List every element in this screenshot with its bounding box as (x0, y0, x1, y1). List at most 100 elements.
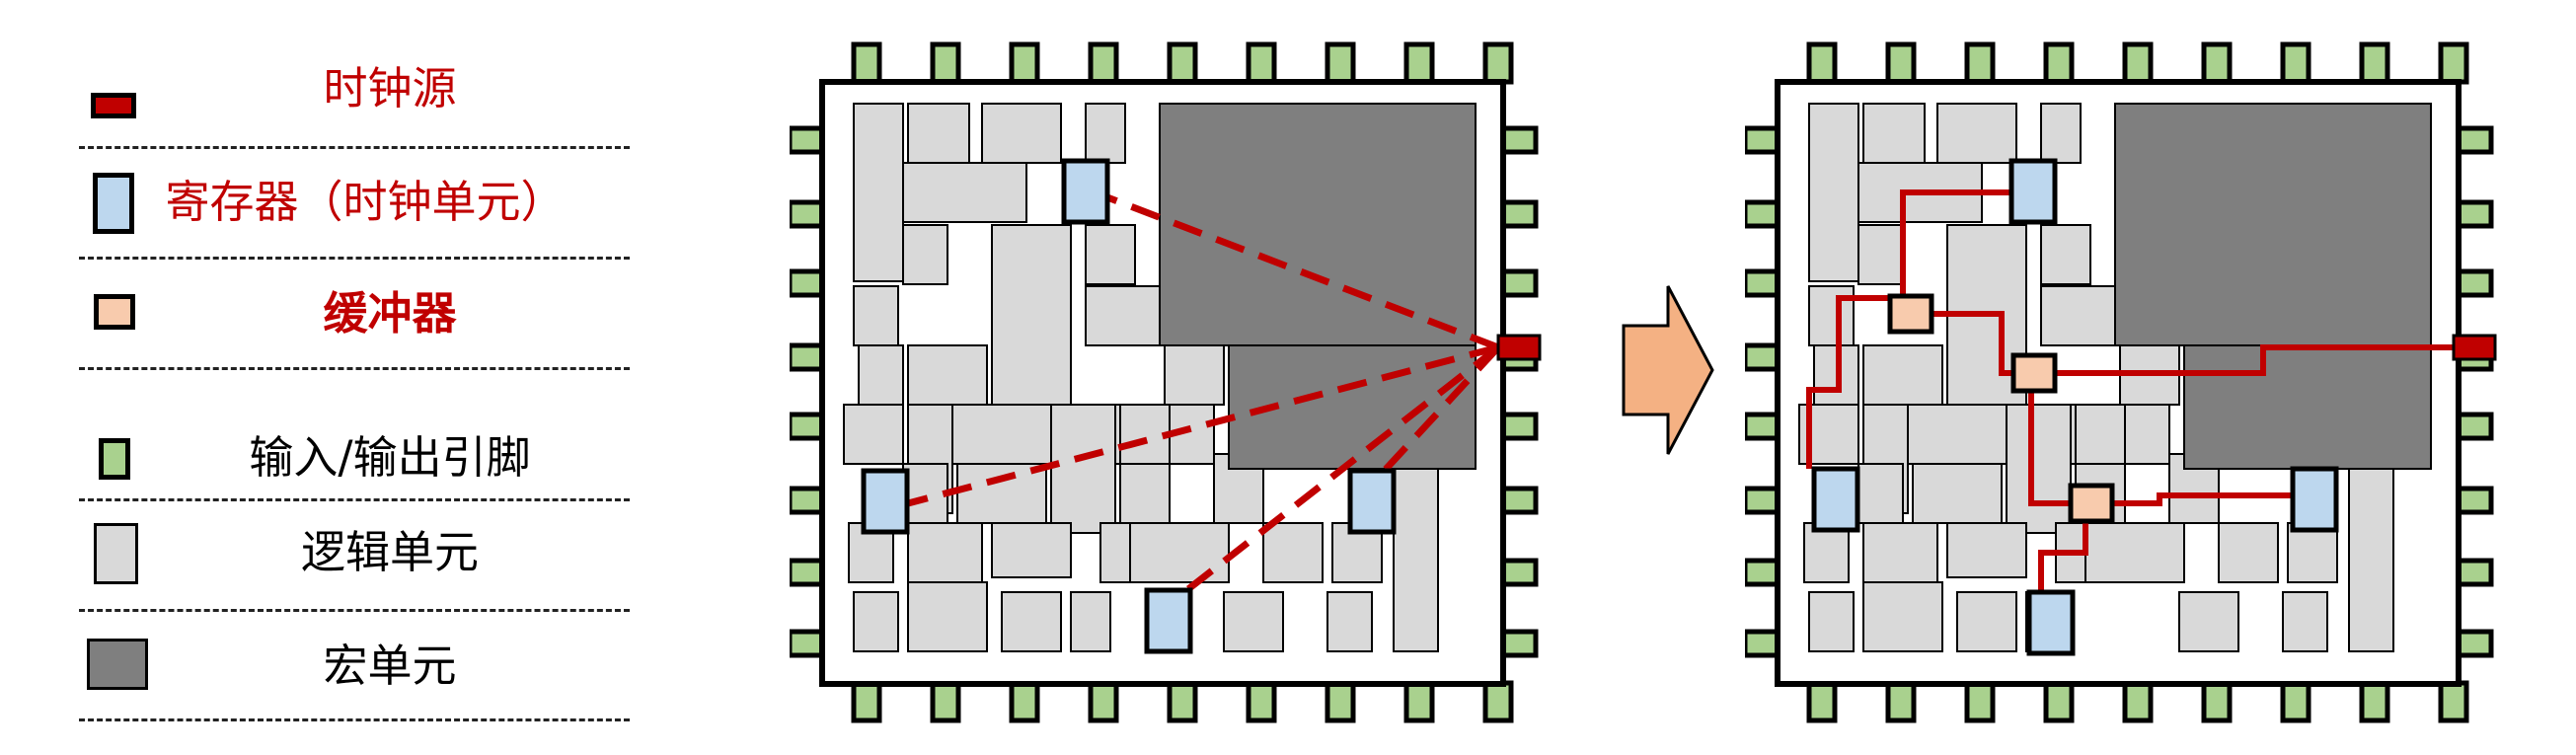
logic-cell (907, 522, 983, 583)
clock-wire (2085, 492, 2308, 506)
io-pin-icon (1964, 41, 1996, 85)
buffer-icon (1887, 293, 1934, 335)
logic-cell (981, 103, 1062, 164)
logic-cell (907, 344, 988, 406)
legend-divider (79, 718, 630, 721)
logic-cell (1946, 522, 2027, 578)
io-pin-icon (1403, 41, 1435, 85)
logic-cell (853, 285, 899, 346)
clock-source-icon (91, 93, 136, 118)
io-pin-icon (1009, 41, 1040, 85)
logic-cell (2348, 468, 2394, 652)
io-pin-icon (1325, 41, 1356, 85)
legend-label-macro-cell: 宏单元 (323, 640, 457, 692)
io-pin-icon (1482, 680, 1514, 723)
logic-cell (902, 224, 948, 285)
register-icon (1811, 466, 1860, 533)
macro-cell (2114, 103, 2432, 346)
logic-cell (853, 591, 899, 652)
legend-divider (79, 257, 630, 260)
logic-cell (1085, 224, 1136, 285)
logic-cell (991, 522, 1072, 578)
io-pin-icon (1482, 41, 1514, 85)
legend-label-io-pin: 输入/输出引脚 (249, 431, 531, 484)
logic-cell (1907, 404, 2008, 465)
clock-wire (2038, 503, 2088, 590)
io-pin-icon (2359, 41, 2390, 85)
chip-before (790, 0, 1559, 755)
register-icon (1144, 587, 1193, 654)
register-icon (861, 468, 910, 535)
logic-cell (907, 103, 970, 164)
logic-cell (2040, 224, 2091, 285)
legend-label-clock-source: 时钟源 (323, 62, 457, 114)
io-pin-icon (1806, 680, 1838, 723)
io-pin-icon (930, 680, 961, 723)
legend-divider (79, 367, 630, 370)
logic-cell (1936, 103, 2017, 164)
io-pin-icon (2280, 41, 2311, 85)
clock-net-dashed (1351, 344, 1501, 506)
logic-cell (2040, 285, 2121, 346)
io-pin-icon (851, 41, 882, 85)
logic-cell (858, 344, 904, 406)
logic-cell (951, 404, 1052, 465)
legend-row-buffer: 缓冲器 (0, 284, 632, 393)
logic-cell (2287, 522, 2338, 583)
register-icon (93, 173, 134, 234)
logic-cell (2178, 591, 2239, 652)
logic-cell (1085, 285, 1166, 346)
io-pin-icon (1325, 680, 1356, 723)
legend-divider (79, 609, 630, 612)
io-pin-icon (2438, 680, 2469, 723)
logic-cell (1393, 468, 1439, 652)
buffer-icon (2010, 352, 2058, 394)
logic-cell (1129, 522, 1230, 583)
logic-cell (1862, 344, 1943, 406)
io-pin-icon (1403, 680, 1435, 723)
io-pin-icon (2043, 680, 2075, 723)
io-pin-icon (1167, 680, 1198, 723)
logic-cell (1001, 591, 1062, 652)
logic-cell (1862, 522, 1938, 583)
io-pin-icon (1964, 680, 1996, 723)
logic-cell (1085, 103, 1126, 164)
chip-after (1745, 0, 2515, 755)
macro-cell (1159, 103, 1477, 346)
logic-cell (1808, 103, 1859, 282)
logic-cell (1070, 591, 1111, 652)
io-pin-icon (1246, 41, 1277, 85)
register-icon (1061, 158, 1110, 225)
logic-cell (991, 224, 1072, 409)
io-pin-icon (1246, 680, 1277, 723)
legend-divider (79, 498, 630, 501)
clock-source-icon (1496, 334, 1542, 361)
io-pin-icon (1088, 41, 1119, 85)
io-pin-icon (1885, 41, 1917, 85)
register-icon (2290, 466, 2339, 533)
logic-cell (907, 581, 988, 652)
logic-cell (2006, 404, 2072, 534)
logic-cell (1857, 224, 1904, 285)
buffer-icon (94, 294, 135, 330)
clock-wire (2031, 344, 2495, 376)
logic-cell (1808, 591, 1855, 652)
logic-cell (1862, 103, 1926, 164)
macro-cell (2183, 344, 2432, 470)
clock-wire (2028, 373, 2085, 506)
register-icon (2008, 158, 2058, 225)
legend-divider (79, 146, 630, 149)
io-pin-icon (1009, 680, 1040, 723)
clock-source-icon (2452, 334, 2497, 361)
logic-cell (2084, 522, 2185, 583)
clock-wire (1900, 189, 2016, 314)
io-pin-icon (99, 438, 130, 480)
logic-cell (1164, 344, 1225, 406)
clock-net-dashed (907, 343, 1499, 507)
legend-label-buffer: 缓冲器 (323, 287, 457, 340)
legend-label-register: 寄存器（时钟单元） (165, 176, 566, 228)
logic-cell (956, 463, 1047, 524)
chip-before-diagram (790, 41, 1542, 723)
right-arrow-icon (1622, 285, 1714, 455)
logic-cell (2040, 103, 2082, 164)
